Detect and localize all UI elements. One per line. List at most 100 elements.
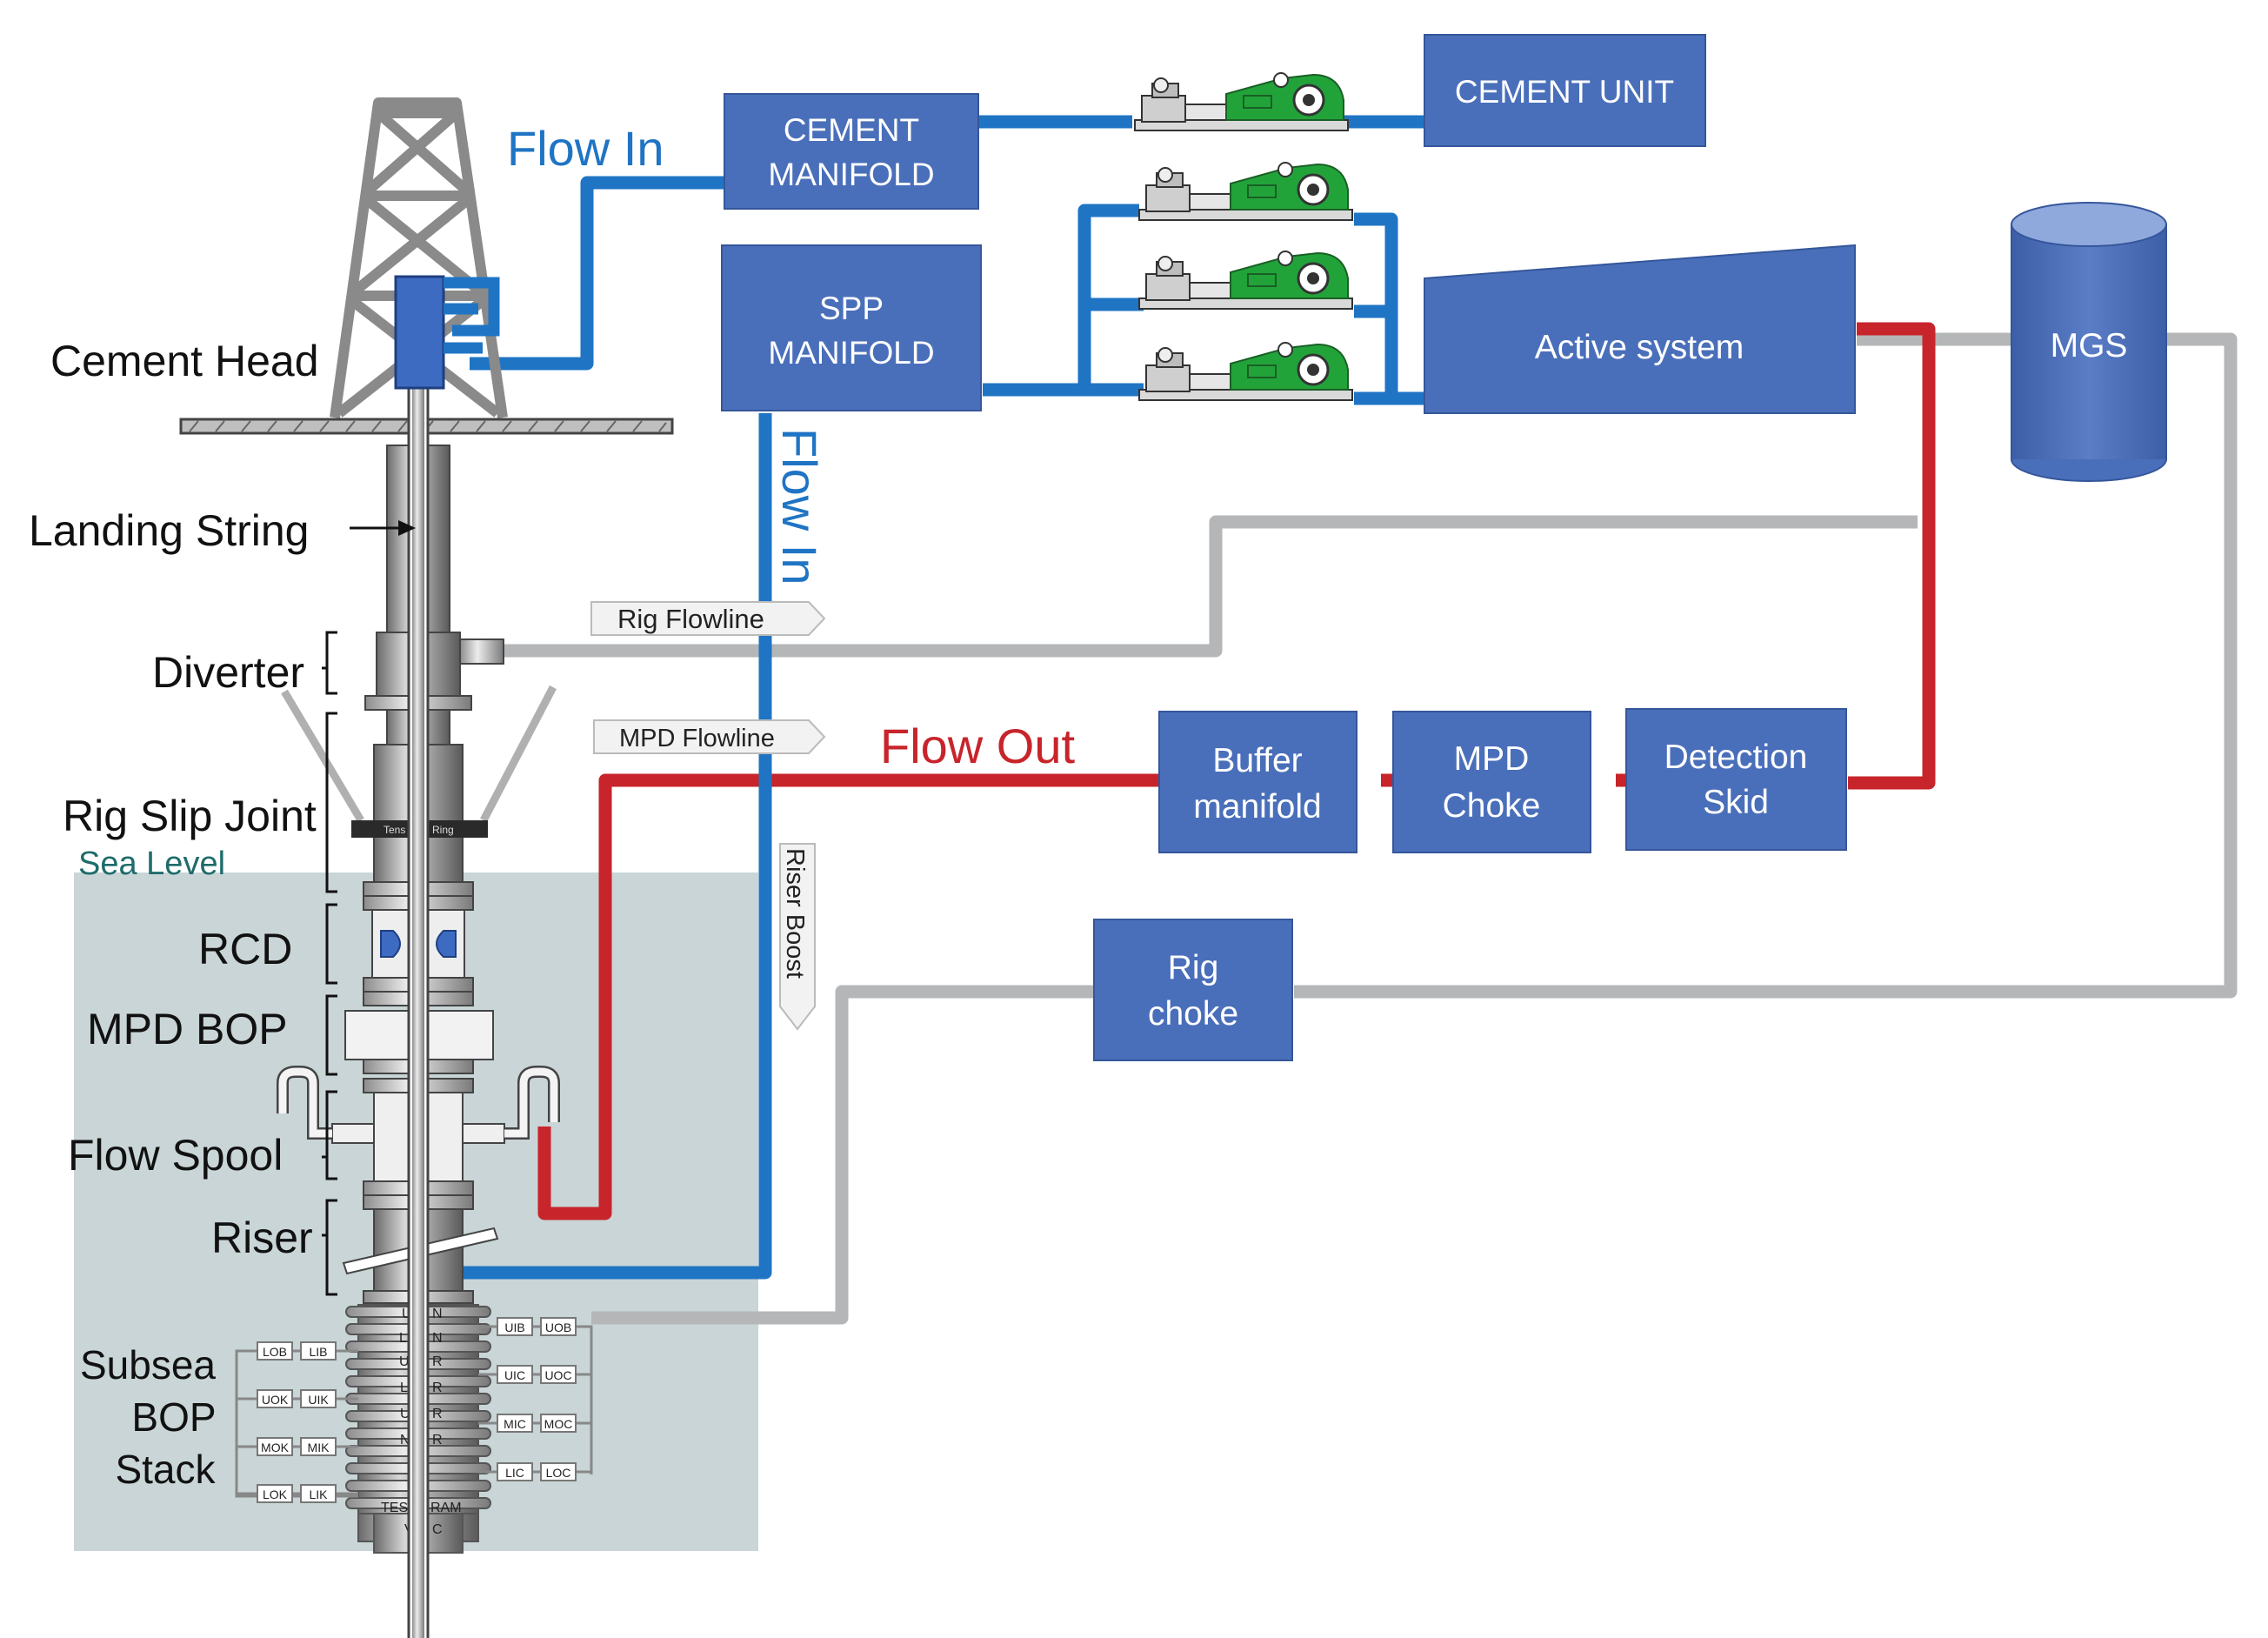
- bop-control-tag: [300, 1389, 337, 1408]
- bop-control-tag: [300, 1437, 337, 1456]
- bop-control-tag: [257, 1341, 293, 1361]
- bop-ram-code: N: [432, 1307, 443, 1321]
- bop-ram-code: RAM: [430, 1501, 462, 1515]
- buffer-manifold-label-2: manifold: [1193, 788, 1321, 826]
- tension-ring-text-right: Ring: [432, 824, 454, 836]
- bop-control-tag-label: UIB: [504, 1320, 524, 1334]
- buffer-manifold-box: Buffer manifold: [1158, 711, 1357, 853]
- cement-manifold-label-2: MANIFOLD: [768, 157, 934, 192]
- label-rig-slip-joint: Rig Slip Joint: [63, 792, 317, 840]
- bop-control-tag-label: UIC: [504, 1368, 525, 1382]
- label-riser: Riser: [211, 1213, 313, 1262]
- bop-control-tag-label: LOK: [263, 1488, 288, 1501]
- bop-control-tag: [497, 1317, 533, 1336]
- bop-control-tag-label: UIK: [308, 1393, 329, 1407]
- bop-ram-code: R: [432, 1354, 443, 1369]
- bop-ram-code: C: [432, 1522, 443, 1537]
- bop-ram-code: U: [402, 1307, 412, 1321]
- bop-ram-code: N: [400, 1433, 410, 1447]
- pump-unit-icon: [1134, 72, 1349, 131]
- label-cement-head: Cement Head: [50, 337, 319, 385]
- flow-in-top-label: Flow In: [507, 121, 664, 176]
- bop-control-tag: [497, 1414, 533, 1433]
- rig-choke-label-1: Rig: [1168, 949, 1219, 986]
- mgs-label: MGS: [2051, 327, 2128, 364]
- bop-control-tag-label: UOB: [545, 1320, 571, 1334]
- bop-control-tag: [540, 1462, 577, 1481]
- buffer-manifold-label-1: Buffer: [1212, 742, 1302, 779]
- bop-control-tag: [257, 1484, 293, 1503]
- label-diverter: Diverter: [152, 648, 304, 697]
- pump-unit-icon: [1138, 162, 1353, 221]
- cement-head: [394, 275, 500, 390]
- tension-ring-text-left: Tens: [384, 824, 405, 836]
- blue-lines: [457, 115, 1424, 1280]
- flow-in-vertical-label: Flow In: [772, 428, 827, 585]
- bop-ram-code: N: [432, 1331, 443, 1346]
- bop-control-tag-label: LIC: [505, 1466, 524, 1480]
- label-flow-spool: Flow Spool: [68, 1131, 283, 1180]
- bop-ram-code: R: [432, 1433, 443, 1447]
- mpd-choke-box: MPD Choke: [1392, 711, 1591, 853]
- label-subsea-3: Stack: [115, 1447, 216, 1492]
- riser-boost-tag: Riser Boost: [779, 843, 816, 1031]
- rig-flowline-label: Rig Flowline: [617, 604, 764, 634]
- detection-skid-box: Detection Skid: [1625, 708, 1847, 851]
- bop-control-tag: [540, 1414, 577, 1433]
- red-lines: [537, 322, 1936, 1220]
- bop-ram-code: U: [400, 1407, 410, 1421]
- mpd-choke-label-1: MPD: [1454, 740, 1530, 778]
- pump-units: [1134, 72, 1353, 401]
- mpd-choke-label-2: Choke: [1443, 787, 1541, 825]
- mgs-tank: MGS: [2011, 202, 2167, 482]
- mpd-flowline-tag: MPD Flowline: [593, 719, 826, 754]
- bop-control-tag-label: MIK: [308, 1441, 330, 1454]
- bop-control-tag: [257, 1437, 293, 1456]
- rig-floor-hatch: [189, 420, 667, 432]
- active-system-label: Active system: [1535, 329, 1744, 366]
- active-system-box: Active system: [1424, 244, 1856, 414]
- bop-ram-code: U: [399, 1354, 410, 1369]
- bop-control-tag: [540, 1317, 577, 1336]
- label-subsea-1: Subsea: [80, 1342, 216, 1387]
- label-mpd-bop: MPD BOP: [87, 1005, 288, 1053]
- spp-manifold-label-2: MANIFOLD: [768, 335, 934, 371]
- bop-control-tag-label: LIB: [309, 1345, 327, 1359]
- spp-manifold-box: SPP MANIFOLD: [721, 244, 982, 411]
- detection-skid-label-1: Detection: [1664, 739, 1808, 776]
- bop-control-tag: [257, 1389, 293, 1408]
- riser-boost-label: Riser Boost: [781, 848, 809, 979]
- label-brackets: [322, 631, 337, 1296]
- bop-control-tag-label: UOC: [544, 1368, 571, 1382]
- cement-manifold-label-1: CEMENT: [784, 112, 919, 148]
- pump-unit-icon: [1138, 342, 1353, 401]
- bop-ram-code: L: [400, 1381, 408, 1395]
- label-subsea-2: BOP: [131, 1394, 216, 1440]
- bop-control-tag-label: LOC: [546, 1466, 571, 1480]
- bop-control-tag: [540, 1365, 577, 1384]
- bop-control-tag-label: LOB: [263, 1345, 287, 1359]
- cement-unit-box: CEMENT UNIT: [1424, 34, 1706, 147]
- landing-string-arrowhead: [398, 520, 416, 536]
- mpd-flowline-label: MPD Flowline: [619, 725, 775, 752]
- bop-control-tag: [497, 1365, 533, 1384]
- bop-control-tag-label: MOK: [261, 1441, 290, 1454]
- pump-unit-icon: [1138, 251, 1353, 310]
- bop-ram-code: R: [432, 1381, 443, 1395]
- flow-out-label: Flow Out: [880, 719, 1075, 773]
- bop-control-tag-label: UOK: [262, 1393, 289, 1407]
- inner-drill-string-core: [412, 383, 424, 1638]
- spp-manifold-label-1: SPP: [819, 291, 884, 326]
- bop-control-tag: [300, 1484, 337, 1503]
- bop-control-tag-label: LIK: [309, 1488, 328, 1501]
- label-landing-string: Landing String: [29, 506, 309, 555]
- bop-control-tag-label: MIC: [504, 1417, 526, 1431]
- bop-ram-code: R: [432, 1407, 443, 1421]
- bop-control-tag: [497, 1462, 533, 1481]
- cement-unit-label: CEMENT UNIT: [1455, 74, 1674, 110]
- cement-manifold-box: CEMENT MANIFOLD: [724, 93, 979, 210]
- rig-choke-box: Rig choke: [1093, 919, 1293, 1061]
- bop-ram-code: L: [399, 1331, 407, 1346]
